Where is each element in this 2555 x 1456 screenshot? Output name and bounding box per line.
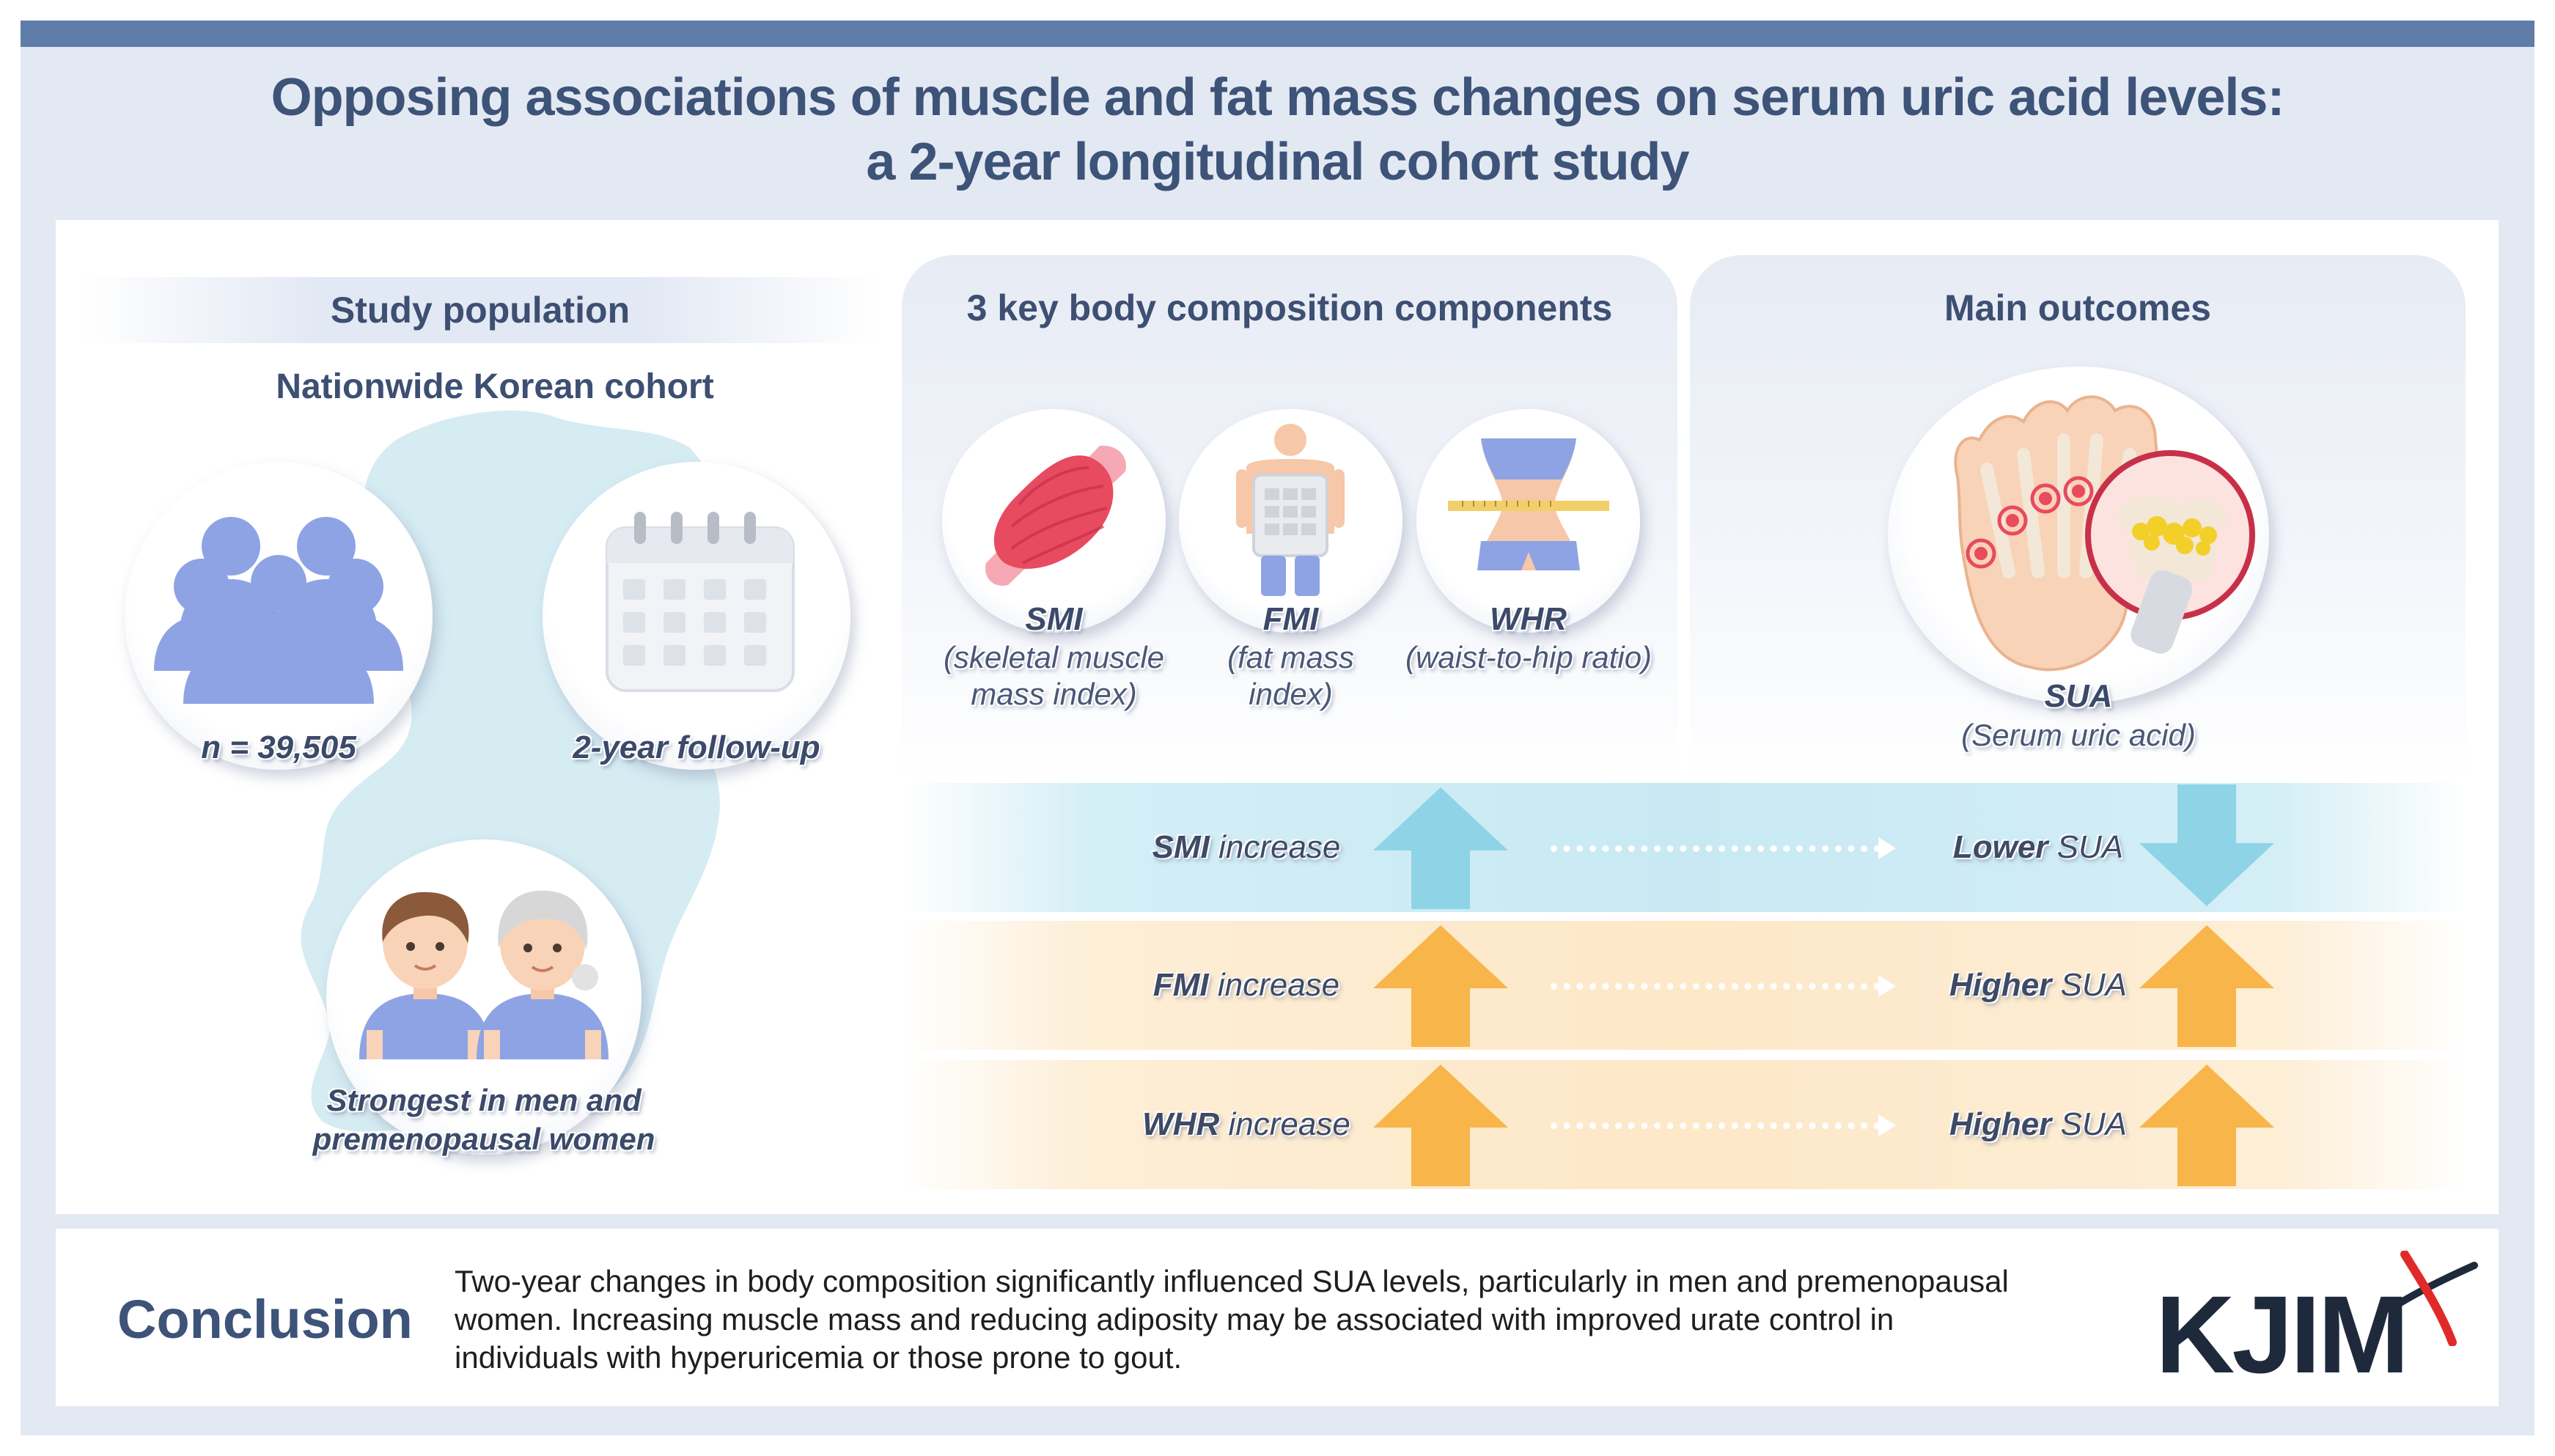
sex-subgroup-circle [326,839,641,1155]
dotted-arrowhead-whr [1878,1114,1896,1136]
population-size-label: n = 39,505 [201,729,356,765]
fmi-desc-line-1: (fat mass [1227,640,1354,674]
study-population-header: Study population [330,290,631,331]
arrow-up-blue-icon [1373,787,1508,909]
conclusion-line-1: Two-year changes in body composition sig… [455,1264,2009,1298]
smi-desc-line-1: (skeletal muscle [943,640,1165,674]
followup-label: 2-year follow-up [573,729,820,765]
people-group-icon [154,517,403,704]
kjim-logo-mark-icon [2386,1251,2478,1346]
sua-desc: (Serum uric acid) [1961,718,2196,752]
components-header: 3 key body composition components [966,287,1613,328]
conclusion-box [56,1229,2499,1406]
smi-desc-line-2: mass index) [971,677,1137,711]
conclusion-line-2: women. Increasing muscle mass and reduci… [455,1302,1894,1336]
arrow-up-orange-icon [1373,925,1508,1047]
body-fat-scale-icon [1236,424,1345,596]
whr-abbr: WHR [1489,601,1567,637]
arrow-up-orange-icon [1373,1065,1508,1186]
conclusion-label: Conclusion [117,1289,413,1350]
waist-measure-icon [1448,438,1609,570]
lower-sua-label: Lower SUA [1952,829,2124,865]
study-population-header-band [81,277,880,343]
fmi-abbr: FMI [1262,601,1319,637]
muscle-icon [985,445,1126,586]
whr-desc-line-1: (waist-to-hip ratio) [1405,640,1653,674]
sua-abbr: SUA [2044,678,2113,714]
arrow-up-orange-icon [2139,925,2274,1047]
smi-abbr: SMI [1025,601,1083,637]
dotted-connector-fmi [1551,983,1881,990]
arrow-down-blue-icon [2139,784,2274,906]
title-line-1: Opposing associations of muscle and fat … [271,68,2285,127]
fmi-desc-line-2: index) [1249,677,1333,711]
smi-increase-label: SMI increase [1152,829,1341,865]
dotted-connector-whr [1551,1122,1881,1129]
kjim-logo: KJIM [2155,1273,2409,1396]
title-line-2: a 2-year longitudinal cohort study [866,133,1689,191]
higher-sua-label-fmi: Higher SUA [1949,967,2128,1003]
arrow-up-orange-icon [2139,1065,2274,1186]
dotted-arrowhead-fmi [1878,975,1896,997]
cohort-title: Nationwide Korean cohort [276,367,714,406]
subgroup-label-line-2: premenopausal women [312,1122,655,1156]
top-accent-bar [21,21,2534,47]
conclusion-line-3: individuals with hyperuricemia or those … [455,1340,1183,1375]
outcomes-header: Main outcomes [1944,287,2211,328]
gout-foot-icon [1954,395,2255,672]
higher-sua-label-whr: Higher SUA [1949,1106,2128,1142]
calendar-icon [606,512,795,692]
whr-increase-label: WHR increase [1142,1106,1350,1142]
man-and-woman-icon [359,890,609,1059]
dotted-connector-smi [1551,845,1881,852]
subgroup-label-line-1: Strongest in men and [326,1083,641,1117]
fmi-increase-label: FMI increase [1152,967,1340,1003]
dotted-arrowhead-smi [1878,837,1896,859]
